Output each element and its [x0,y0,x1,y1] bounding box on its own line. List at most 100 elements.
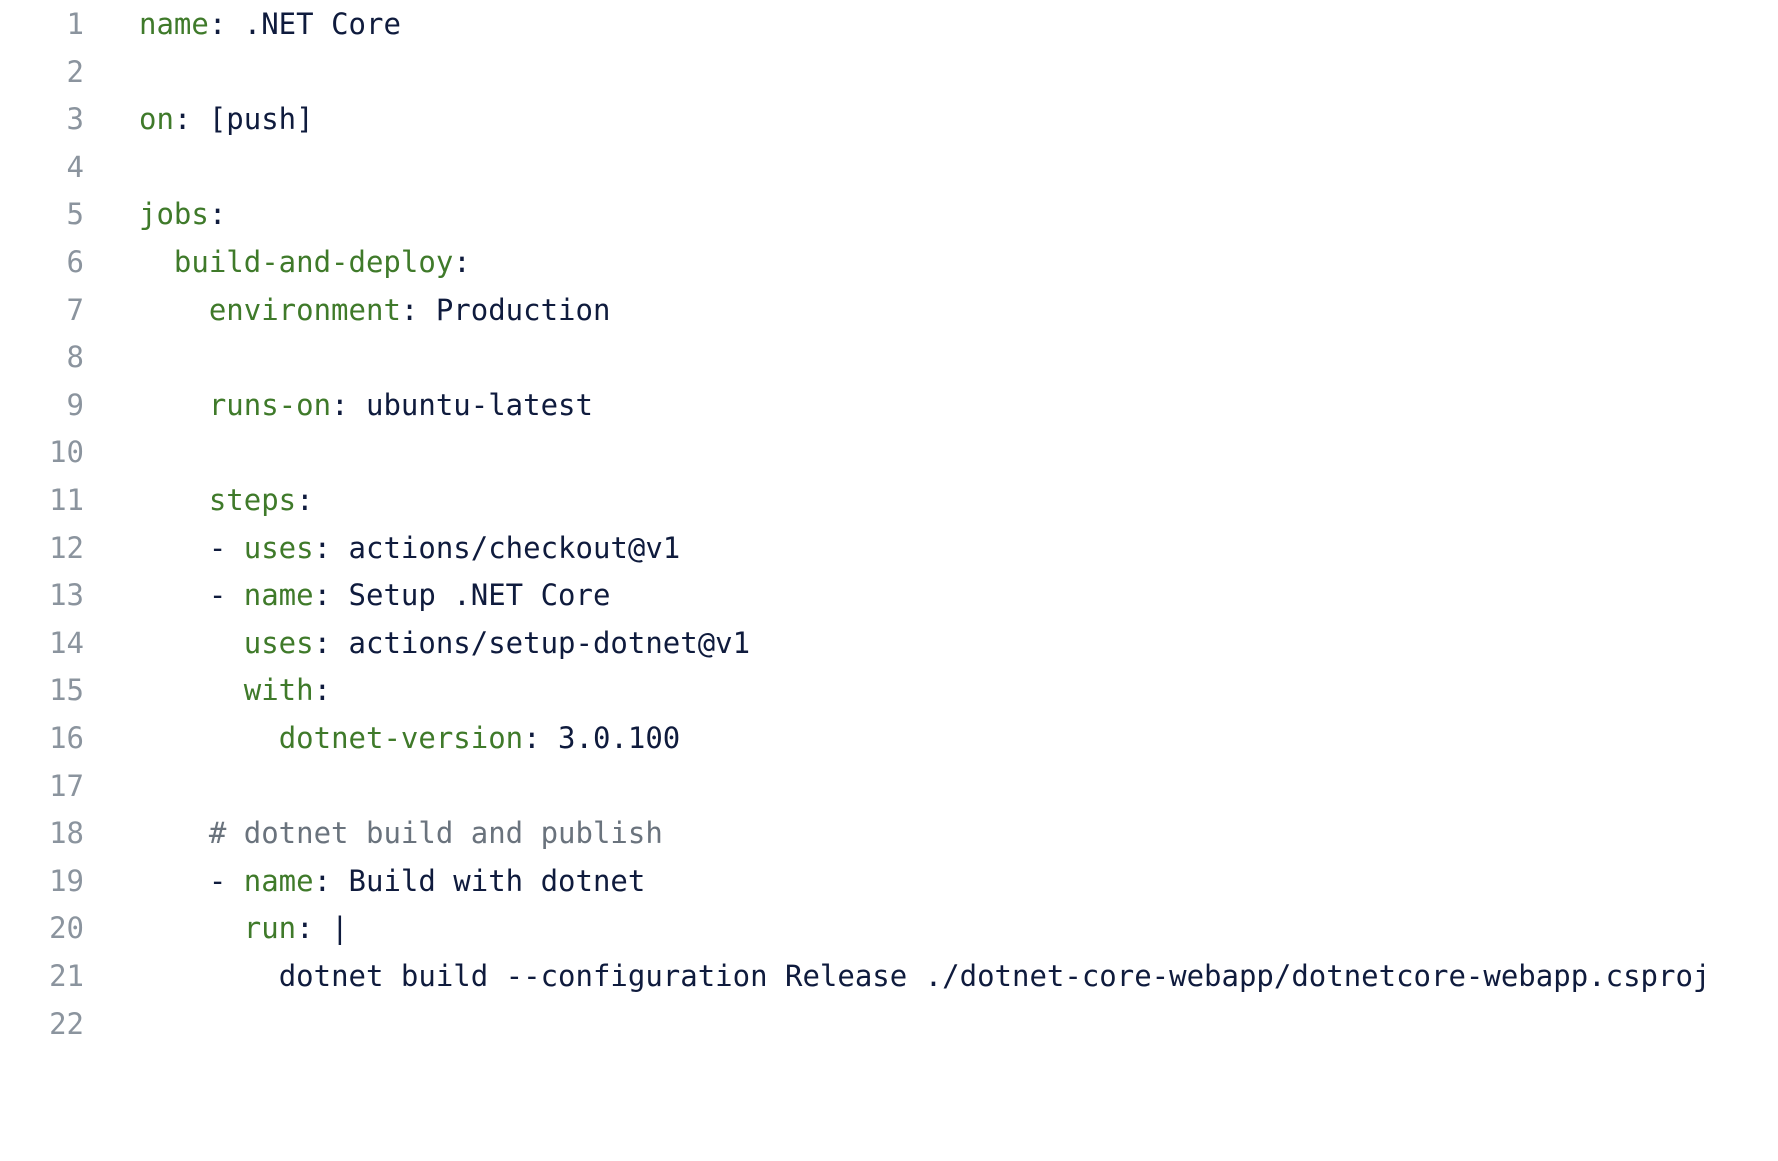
line-number: 21 [49,959,84,993]
line-indent [139,483,209,517]
code-line[interactable]: 10 [0,425,1778,479]
yaml-key: steps [208,483,297,517]
line-content: - name: Build with dotnet [139,854,646,908]
line-content: environment: Production [139,283,611,337]
yaml-separator: : [313,673,332,708]
yaml-key: build-and-deploy [173,245,454,279]
line-content: uses: actions/setup-dotnet@v1 [139,616,750,670]
line-indent [139,959,279,993]
line-content: dotnet build --configuration Release ./d… [139,949,1711,1003]
yaml-separator: : [313,578,349,613]
line-indent [139,721,279,755]
list-dash: - [208,578,244,613]
code-line[interactable]: 14 uses: actions/setup-dotnet@v1 [0,616,1778,670]
line-indent [139,864,209,898]
code-line[interactable]: 4 [0,140,1778,194]
yaml-value: ubuntu-latest [365,387,593,422]
line-content: name: .NET Core [139,0,401,51]
code-line[interactable]: 16 dotnet-version: 3.0.100 [0,711,1778,765]
yaml-separator: : [173,102,209,137]
yaml-separator: : [400,292,436,327]
line-number: 12 [49,530,84,565]
line-number: 4 [66,149,84,184]
line-number: 16 [49,721,84,755]
line-number: 5 [66,197,84,232]
yaml-value: Production [435,292,611,327]
yaml-key: dotnet-version [278,721,524,755]
code-line[interactable]: 21 dotnet build --configuration Release … [0,949,1778,1003]
line-content: with: [139,663,331,717]
line-content: jobs: [139,187,226,241]
line-content: build-and-deploy: [139,235,471,289]
line-number: 7 [66,292,84,327]
code-line[interactable]: 20 run: | [0,901,1778,955]
line-number: 9 [66,387,84,422]
line-content: - uses: actions/checkout@v1 [139,521,680,575]
code-line[interactable]: 13 - name: Setup .NET Core [0,568,1778,622]
yaml-key: environment [208,292,401,327]
code-line[interactable]: 22 [0,997,1778,1051]
line-content: steps: [139,473,314,527]
line-content: runs-on: ubuntu-latest [139,378,593,432]
line-number: 22 [49,1006,84,1041]
line-content: - name: Setup .NET Core [139,568,611,622]
yaml-separator: : [331,387,366,422]
line-number: 13 [49,578,84,613]
yaml-comment: # dotnet build and publish [208,816,663,851]
yaml-value: Build with dotnet [348,863,646,898]
yaml-key: runs-on [208,387,332,422]
yaml-separator: : [453,245,471,279]
yaml-separator: : [523,721,559,755]
code-line[interactable]: 3 on: [push] [0,92,1778,146]
yaml-key: name [243,578,314,613]
line-number: 3 [66,102,84,137]
code-line[interactable]: 8 [0,330,1778,384]
yaml-key: run [243,911,297,946]
line-number: 8 [66,340,84,375]
code-line[interactable]: 18 # dotnet build and publish [0,806,1778,860]
yaml-separator: : [208,197,227,232]
yaml-separator: : [296,483,314,517]
code-line[interactable]: 5 jobs: [0,187,1778,241]
yaml-key: with [243,673,314,708]
code-line[interactable]: 6 build-and-deploy: [0,235,1778,289]
line-number: 2 [66,54,84,89]
line-indent [139,245,174,279]
line-number: 6 [66,245,84,279]
code-line[interactable]: 7 environment: Production [0,283,1778,337]
line-number: 20 [49,911,84,946]
code-line[interactable]: 17 [0,759,1778,813]
yaml-key: jobs [139,197,209,232]
yaml-value: [push] [208,102,314,137]
code-line[interactable]: 2 [0,45,1778,99]
line-number: 18 [49,816,84,851]
yaml-value: actions/setup-dotnet@v1 [348,625,751,660]
line-content: run: | [139,901,349,955]
line-number: 15 [49,673,84,708]
yaml-value: Setup .NET Core [348,578,611,613]
yaml-value: | [331,911,349,946]
yaml-key: uses [243,625,314,660]
yaml-separator: : [313,625,349,660]
line-content: on: [push] [139,92,314,146]
line-number: 11 [49,483,84,517]
code-line[interactable]: 19 - name: Build with dotnet [0,854,1778,908]
line-indent [139,531,209,565]
yaml-value: 3.0.100 [558,721,681,755]
code-line[interactable]: 12 - uses: actions/checkout@v1 [0,521,1778,575]
line-indent [139,673,244,707]
yaml-separator: : [296,911,332,946]
line-indent [139,578,209,612]
code-line[interactable]: 11 steps: [0,473,1778,527]
yaml-key: uses [243,530,314,565]
line-content: dotnet-version: 3.0.100 [139,711,681,765]
code-line[interactable]: 15 with: [0,663,1778,717]
code-line[interactable]: 9 runs-on: ubuntu-latest [0,378,1778,432]
yaml-value: actions/checkout@v1 [348,530,681,565]
line-number: 14 [49,625,84,660]
line-indent [139,911,244,945]
yaml-value: dotnet build --configuration Release ./d… [278,959,1711,993]
yaml-separator: : [313,863,349,898]
